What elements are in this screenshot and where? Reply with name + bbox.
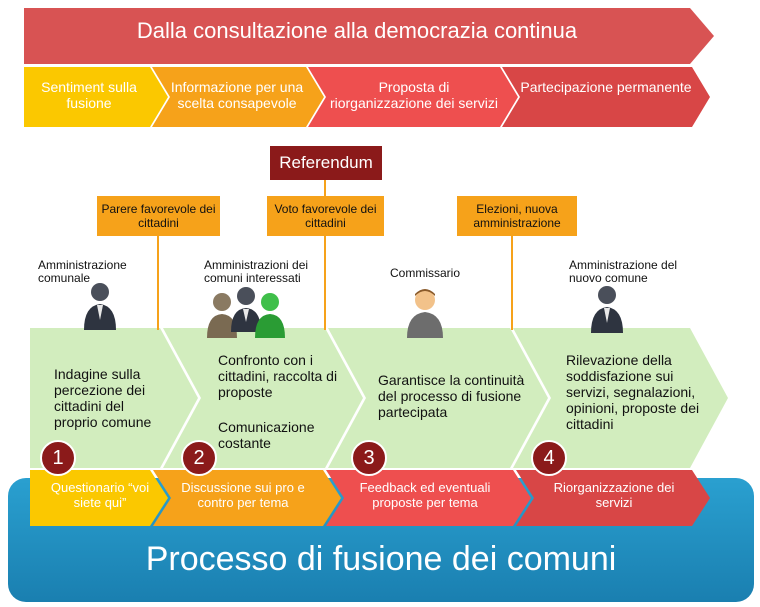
- step-text-2: Confronto con i cittadini, raccolta di p…: [218, 352, 338, 401]
- milestone-box-1: Parere favorevole dei cittadini: [97, 196, 220, 236]
- bottom-chevron-3: [326, 470, 531, 526]
- bottom-chevron-2: [153, 470, 341, 526]
- bottom-chevron-4: [516, 470, 710, 526]
- page-title: Dalla consultazione alla democrazia cont…: [136, 18, 578, 43]
- bottom-label-3: Feedback ed eventuali proposte per tema: [359, 480, 491, 510]
- green-chevron-1: [30, 328, 198, 468]
- green-chevron-3: [328, 328, 548, 468]
- bottom-label-4: Riorganizzazione dei servizi: [553, 480, 675, 510]
- title-arrow: [24, 8, 714, 64]
- bottom-label-2: Discussione sui pro e contro per tema: [181, 480, 305, 510]
- bottom-label-1: Questionario “voi siete qui”: [50, 480, 150, 510]
- step-text-1: Indagine sulla percezione dei cittadini …: [54, 366, 152, 431]
- phase-label-2: Informazione per una scelta consapevole: [170, 79, 304, 112]
- person-icon: [591, 286, 623, 333]
- milestone-box-2: Voto favorevole dei cittadini: [267, 196, 384, 236]
- step-number-1: 1: [40, 440, 76, 476]
- green-chevron-4: [513, 328, 728, 468]
- commissario-icon: [407, 289, 443, 338]
- step-text-4: Rilevazione della soddisfazione sui serv…: [566, 352, 700, 433]
- step-number-4: 4: [531, 440, 567, 476]
- milestone-box-3: Elezioni, nuova amministrazione: [457, 196, 577, 236]
- green-chevron-2: [163, 328, 363, 468]
- bottom-chevron-1: [30, 470, 168, 526]
- footer-title: Processo di fusione dei comuni: [145, 540, 617, 578]
- actor-label-1: Amministrazione comunale: [38, 258, 127, 286]
- phase-label-4: Partecipazione permanente: [520, 79, 692, 95]
- actor-label-4: Amministrazione del nuovo comune: [569, 258, 678, 286]
- actor-label-3: Commissario: [390, 266, 461, 280]
- phase-chevron-1: [24, 67, 168, 127]
- step-number-3: 3: [351, 440, 387, 476]
- actor-label-2: Amministrazioni dei comuni interessati: [204, 258, 309, 286]
- group-icon: [207, 287, 285, 338]
- phase-chevron-2: [152, 67, 324, 127]
- referendum-box: Referendum: [270, 146, 382, 180]
- step-number-2: 2: [181, 440, 217, 476]
- phase-chevron-4: [502, 67, 710, 127]
- step-text-3: Garantisce la continuità del processo di…: [378, 372, 525, 421]
- phase-label-1: Sentiment sulla fusione: [41, 79, 137, 112]
- person-icon: [84, 283, 116, 330]
- phase-chevron-3: [308, 67, 518, 127]
- step-extra-2: Comunicazione costante: [218, 419, 315, 452]
- phase-label-3: Proposta di riorganizzazione dei servizi: [329, 79, 499, 112]
